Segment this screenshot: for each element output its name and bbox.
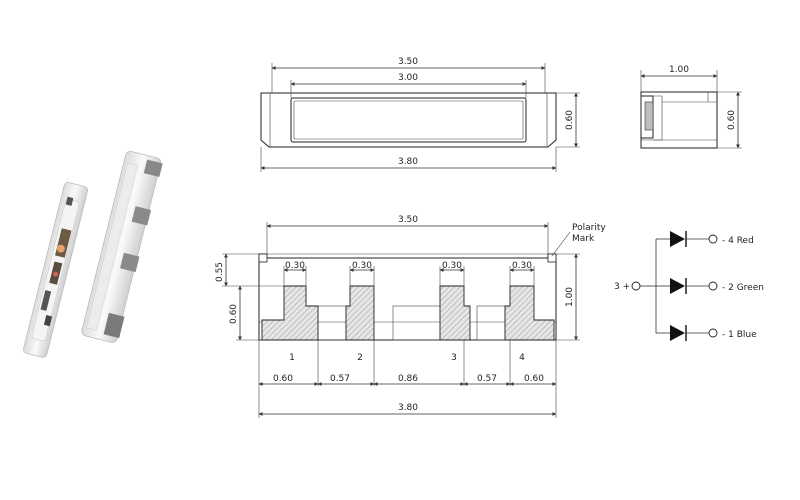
dim-spacing-1: 0.60: [273, 374, 293, 384]
dim-pad-4-width: 0.30: [512, 261, 532, 271]
dim-spacing-2: 0.57: [330, 374, 350, 384]
polarity-mark-label-1: Polarity: [572, 223, 606, 233]
dim-side-0-60: 0.60: [727, 110, 737, 130]
pad-number-4: 4: [519, 353, 525, 363]
bottom-view: 0.30 0.30 0.30 0.30 1 2 3 4 3.50 Polarit…: [215, 215, 606, 418]
pad-number-1: 1: [289, 353, 295, 363]
dim-pad-2-width: 0.30: [352, 261, 372, 271]
output-label-green: - 2 Green: [722, 283, 764, 293]
dim-top-3-00: 3.00: [398, 73, 418, 83]
polarity-mark-label-2: Mark: [572, 234, 595, 244]
circuit-diagram: 3 + - 4 Red - 2 Green: [614, 231, 764, 341]
pad-number-3: 3: [451, 353, 457, 363]
dim-bottom-1-00: 1.00: [565, 287, 575, 307]
pad-2: [345, 285, 375, 341]
side-view: 1.00 0.60: [640, 65, 742, 149]
diode-red: - 4 Red: [656, 231, 754, 247]
dim-spacing-5: 0.60: [524, 374, 544, 384]
dim-spacing-3: 0.86: [398, 374, 418, 384]
diode-green: - 2 Green: [656, 278, 764, 294]
dim-side-1-00: 1.00: [669, 65, 689, 75]
dim-top-3-80: 3.80: [398, 157, 418, 167]
common-anode-label: 3 +: [614, 282, 630, 292]
dim-bottom-0-60: 0.60: [229, 304, 239, 324]
dim-top-0-60: 0.60: [565, 110, 575, 130]
output-label-red: - 4 Red: [722, 236, 754, 246]
package-photo: [23, 151, 163, 358]
dim-top-3-50: 3.50: [398, 57, 418, 67]
dim-bottom-3-50: 3.50: [398, 215, 418, 225]
dim-bottom-3-80: 3.80: [398, 403, 418, 413]
pad-width-dims: 0.30 0.30 0.30 0.30: [283, 261, 535, 286]
output-label-blue: - 1 Blue: [722, 330, 757, 340]
top-view: 3.50 3.00 3.80 0.60: [260, 57, 580, 172]
pad-4: [504, 285, 555, 341]
diode-blue: - 1 Blue: [656, 325, 757, 341]
dim-pad-3-width: 0.30: [442, 261, 462, 271]
pad-number-2: 2: [357, 353, 363, 363]
dim-pad-1-width: 0.30: [285, 261, 305, 271]
dim-spacing-4: 0.57: [477, 374, 497, 384]
dim-bottom-0-55: 0.55: [215, 262, 225, 282]
